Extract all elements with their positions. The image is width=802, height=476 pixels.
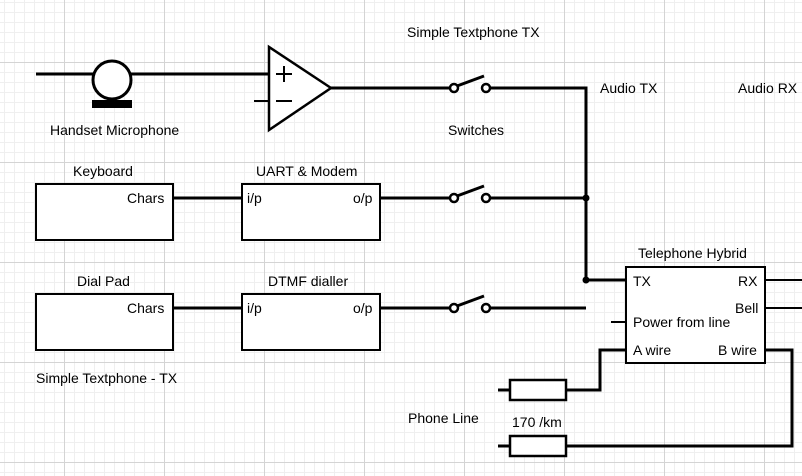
keyboard-port-label: Chars <box>127 190 165 206</box>
hybrid-bell-label: Bell <box>735 300 759 316</box>
junction-dot <box>582 194 590 202</box>
keyboard-block <box>35 183 174 241</box>
uart-title: UART & Modem <box>256 163 358 179</box>
dtmf-title: DTMF dialler <box>268 273 349 289</box>
dialpad-port-label: Chars <box>127 300 165 316</box>
hybrid-a-wire-label: A wire <box>633 342 672 358</box>
hybrid-rx-label: RX <box>738 273 758 289</box>
microphone-icon <box>91 59 133 108</box>
hybrid-power-label: Power from line <box>633 314 731 330</box>
uart-block <box>241 183 381 241</box>
hybrid-block <box>625 266 766 364</box>
dtmf-block <box>241 293 381 351</box>
audio-rx-label: Audio RX <box>738 80 798 96</box>
keyboard-title: Keyboard <box>73 163 133 179</box>
hybrid-b-wire-label: B wire <box>718 342 757 358</box>
uart-input-label: i/p <box>247 190 262 206</box>
audio-tx-bus <box>490 86 626 282</box>
microphone-label: Handset Microphone <box>50 122 180 138</box>
switch-icon <box>448 294 492 314</box>
uart-output-label: o/p <box>353 190 373 206</box>
dialpad-block <box>35 293 174 351</box>
resistance-label: 170 /km <box>512 414 562 430</box>
a-wire <box>566 348 626 392</box>
switches-label: Switches <box>448 122 505 138</box>
hybrid-tx-label: TX <box>633 273 651 289</box>
op-amp-icon <box>254 44 334 133</box>
switch-icon <box>448 74 492 94</box>
switch-icon <box>448 184 492 204</box>
hybrid-title: Telephone Hybrid <box>638 245 747 261</box>
dtmf-output-label: o/p <box>353 300 373 316</box>
dtmf-input-label: i/p <box>247 300 262 316</box>
junction-dot <box>582 276 590 284</box>
dialpad-title: Dial Pad <box>77 273 130 289</box>
resistor-icon <box>508 434 568 458</box>
phone-line-label: Phone Line <box>408 410 479 426</box>
resistor-icon <box>508 378 568 402</box>
subtitle: Simple Textphone - TX <box>36 370 178 386</box>
diagram-title: Simple Textphone TX <box>407 24 540 40</box>
b-wire <box>566 348 794 448</box>
audio-tx-label: Audio TX <box>600 80 658 96</box>
